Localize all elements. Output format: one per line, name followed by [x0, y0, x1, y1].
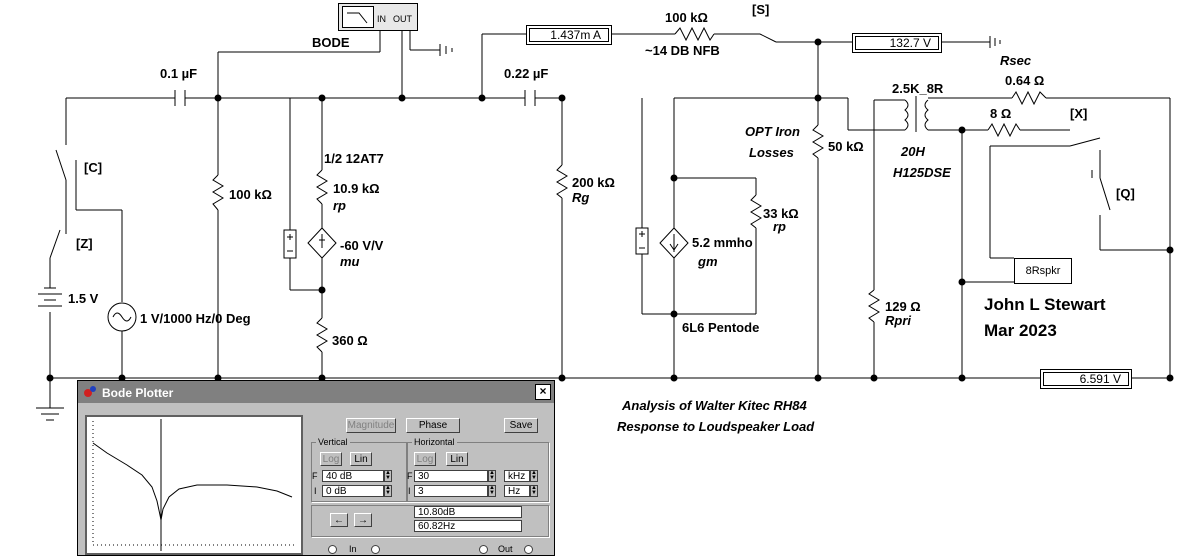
- bode-titlebar[interactable]: Bode Plotter ×: [78, 381, 554, 403]
- opt-iron-label: OPT Iron: [745, 124, 800, 139]
- author-label: John L Stewart: [984, 295, 1106, 314]
- cap2-label: 0.22 µF: [504, 66, 549, 81]
- nfb-label: ~14 DB NFB: [645, 43, 720, 58]
- gm-value-label: 5.2 mmho: [692, 235, 753, 250]
- speaker-box: 8Rspkr: [1014, 258, 1072, 284]
- magnitude-button[interactable]: Magnitude: [346, 418, 396, 433]
- bode-component[interactable]: IN OUT: [338, 3, 418, 31]
- analysis-title-line1: Analysis of Walter Kitec RH84: [622, 398, 807, 413]
- res-33k-label: 33 kΩ: [763, 206, 799, 221]
- vertical-initial-spinner[interactable]: ▲▼: [384, 485, 392, 497]
- cursor-group: [311, 505, 549, 537]
- save-button[interactable]: Save: [504, 418, 538, 433]
- rg-label: Rg: [572, 190, 590, 205]
- switch-s-label: [S]: [752, 2, 770, 17]
- bode-component-icon: [342, 6, 374, 28]
- vertical-initial-input[interactable]: 0 dB: [322, 485, 384, 497]
- bode-plotter-window[interactable]: Bode Plotter × Magnitude Phase Save Vert…: [77, 380, 555, 556]
- horizontal-lin-button[interactable]: Lin: [446, 452, 468, 466]
- switch-c-label: [C]: [84, 160, 103, 175]
- out-label: Out: [498, 544, 513, 554]
- gm-label: gm: [698, 254, 718, 269]
- bode-out-label: OUT: [393, 14, 412, 24]
- voltmeter-bottom-display: 6.591 V: [1040, 369, 1132, 389]
- magnitude-curve: [92, 442, 293, 521]
- analysis-title-line2: Response to Loudspeaker Load: [617, 419, 815, 434]
- phase-button[interactable]: Phase: [406, 418, 460, 433]
- h125-label: H125DSE: [893, 165, 951, 180]
- horizontal-f-prefix: F: [407, 471, 413, 481]
- horizontal-initial-unit-spinner[interactable]: ▲▼: [530, 485, 538, 497]
- inductance-label: 20H: [901, 144, 925, 159]
- vertical-group: [311, 442, 407, 502]
- xfmr-label: 2.5K_8R: [892, 81, 944, 96]
- battery-label: 1.5 V: [68, 291, 99, 306]
- switch-x-label: [X]: [1070, 106, 1088, 121]
- cursor-right-button[interactable]: →: [354, 513, 372, 527]
- horizontal-final-input[interactable]: 30: [414, 470, 488, 482]
- horizontal-initial-input[interactable]: 3: [414, 485, 488, 497]
- r064-label: 0.64 Ω: [1005, 73, 1045, 88]
- switch-z-label: [Z]: [76, 236, 93, 251]
- vertical-final-spinner[interactable]: ▲▼: [384, 470, 392, 482]
- in-terminal-minus[interactable]: [328, 545, 337, 554]
- pentode-label: 6L6 Pentode: [682, 320, 760, 335]
- vertical-f-prefix: F: [312, 471, 318, 481]
- losses-label: Losses: [749, 145, 794, 160]
- ammeter-display: 1.437m A: [526, 25, 612, 45]
- vertical-log-button[interactable]: Log: [320, 452, 342, 466]
- horizontal-group-label: Horizontal: [412, 437, 457, 447]
- vertical-lin-button[interactable]: Lin: [350, 452, 372, 466]
- horizontal-initial-unit[interactable]: Hz: [504, 485, 530, 497]
- readout-db: 10.80dB: [414, 506, 522, 518]
- vertical-i-prefix: I: [314, 486, 317, 496]
- rsec-label: Rsec: [1000, 53, 1032, 68]
- fb-resistor-label: 100 kΩ: [665, 10, 708, 25]
- rp2-label: rp: [773, 219, 786, 234]
- horizontal-final-unit[interactable]: kHz: [504, 470, 530, 482]
- tube-12at7-label: 1/2 12AT7: [324, 151, 384, 166]
- cap1-label: 0.1 µF: [160, 66, 198, 81]
- res-109k-label: 10.9 kΩ: [333, 181, 380, 196]
- cursor-left-button[interactable]: ←: [330, 513, 348, 527]
- window-title: Bode Plotter: [102, 386, 174, 400]
- vertical-group-label: Vertical: [316, 437, 350, 447]
- app-icon: [84, 386, 96, 397]
- close-button[interactable]: ×: [535, 384, 551, 400]
- date-label: Mar 2023: [984, 321, 1057, 340]
- mu-label: mu: [340, 254, 360, 269]
- out-terminal-plus[interactable]: [524, 545, 533, 554]
- bode-grid-dots: [92, 421, 297, 546]
- in-label: In: [349, 544, 357, 554]
- res-50k-label: 50 kΩ: [828, 139, 864, 154]
- source-label: 1 V/1000 Hz/0 Deg: [140, 311, 251, 326]
- mu-value-label: -60 V/V: [340, 238, 384, 253]
- res-360-label: 360 Ω: [332, 333, 368, 348]
- horizontal-final-spinner[interactable]: ▲▼: [488, 470, 496, 482]
- res-129-label: 129 Ω: [885, 299, 921, 314]
- bode-plot-area[interactable]: [85, 415, 303, 555]
- horizontal-final-unit-spinner[interactable]: ▲▼: [530, 470, 538, 482]
- horizontal-initial-spinner[interactable]: ▲▼: [488, 485, 496, 497]
- rp1-label: rp: [333, 198, 346, 213]
- horizontal-group: [407, 442, 549, 502]
- voltmeter-top-display: 132.7 V: [852, 33, 942, 53]
- grid-resistor-label: 100 kΩ: [229, 187, 272, 202]
- rpri-label: Rpri: [885, 313, 911, 328]
- horizontal-log-button[interactable]: Log: [414, 452, 436, 466]
- res-200k-label: 200 kΩ: [572, 175, 615, 190]
- bode-in-label: IN: [377, 14, 386, 24]
- vertical-final-input[interactable]: 40 dB: [322, 470, 384, 482]
- bode-label: BODE: [312, 35, 350, 50]
- horizontal-i-prefix: I: [408, 486, 411, 496]
- out-terminal-minus[interactable]: [479, 545, 488, 554]
- switch-q-label: [Q]: [1116, 186, 1135, 201]
- r8-label: 8 Ω: [990, 106, 1012, 121]
- readout-hz: 60.82Hz: [414, 520, 522, 532]
- in-terminal-plus[interactable]: [371, 545, 380, 554]
